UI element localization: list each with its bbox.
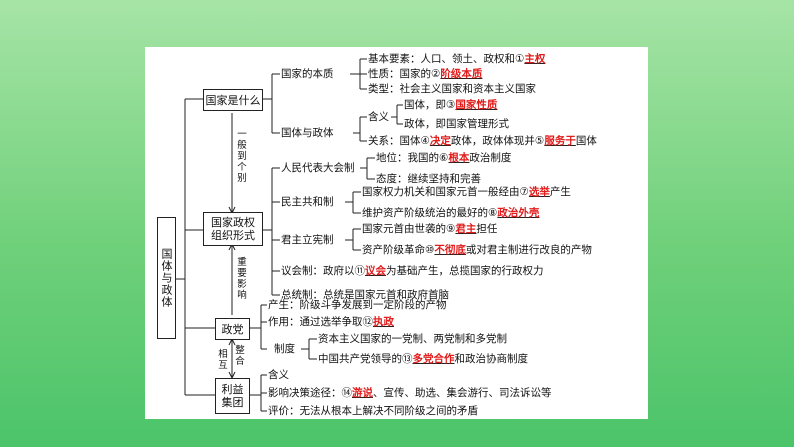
- item-diwei-text: 地位：我国的⑥: [376, 152, 449, 164]
- label-renda: 人民代表大会制: [281, 162, 355, 174]
- item-zd2: 中国共产党领导的⑬多党合作和政治协商制度: [318, 353, 528, 365]
- item-jz2-text: 资产阶级革命⑩: [362, 244, 435, 256]
- item-mz1-post: 产生: [549, 186, 571, 198]
- item-jz2-post: 或对君主制进行改良的产物: [465, 244, 592, 256]
- node-zhengdang-label: 政党: [221, 322, 244, 336]
- item-guanxi-b: 政体，政体体现并⑤: [450, 135, 545, 147]
- answer-14: 游说: [352, 387, 373, 399]
- item-zuoyong-text: 作用：通过选举争取⑫: [268, 316, 373, 328]
- item-diwei: 地位：我国的⑥根本政治制度: [376, 152, 511, 164]
- item-jz1-post: 担任: [476, 223, 498, 235]
- item-zd1: 资本主义国家的一党制、两党制和多党制: [318, 333, 507, 345]
- item-xingzhi: 性质：国家的②阶级本质: [368, 68, 482, 80]
- item-tujing: 影响决策途径：⑭游说、宣传、助选、集会游行、司法诉讼等: [268, 387, 552, 399]
- item-zongtong: 总统制：总统是国家元首和政府首脑: [281, 289, 449, 301]
- label-junzhu: 君主立宪制: [281, 234, 334, 246]
- item-yihui-post: 为基础产生，总揽国家的行政权力: [386, 265, 544, 277]
- label-zhidu: 制度: [274, 343, 295, 355]
- item-tujing-text: 影响决策途径：⑭: [268, 387, 352, 399]
- node-zhengquan: 国家政权组织形式: [203, 212, 263, 246]
- connector-label-xianghu: 相互: [218, 349, 228, 371]
- item-guanxi: 关系：国体④决定政体，政体体现并⑤服务于国体: [368, 135, 597, 147]
- node-guojia: 国家是什么: [203, 89, 263, 111]
- connector-label-yiban: 一般到个别: [237, 129, 247, 184]
- item-chansheng: 产生：阶级斗争发展到一定阶段的产物: [268, 299, 447, 311]
- item-mz2-text: 维护资产阶级统治的最好的⑧: [362, 207, 498, 219]
- item-zd2-post: 和政治协商制度: [454, 353, 529, 365]
- item-liyi-hanyi: 含义: [268, 369, 289, 381]
- item-xingzhi-text: 性质：国家的②: [368, 68, 441, 80]
- node-zhengquan-label: 国家政权组织形式: [211, 216, 255, 242]
- item-guanxi-c: 国体: [575, 135, 597, 147]
- answer-6: 根本: [448, 152, 470, 164]
- item-guoti: 国体，即③国家性质: [404, 99, 497, 111]
- item-jiben-text: 基本要素：人口、领土、政权和①: [368, 53, 525, 65]
- item-mz1: 国家权力机关和国家元首一般经由⑦选举产生: [362, 186, 571, 198]
- item-leixing: 类型：社会主义国家和资本主义国家: [368, 83, 536, 95]
- label-minzhu: 民主共和制: [281, 196, 334, 208]
- answer-2: 阶级本质: [440, 68, 483, 80]
- item-diwei-post: 政治制度: [469, 152, 512, 164]
- node-zhengdang: 政党: [215, 318, 250, 340]
- connector-label-zhongyao: 重要影响: [237, 257, 247, 301]
- answer-11: 议会: [365, 265, 386, 277]
- answer-12: 执政: [373, 316, 394, 328]
- item-taidu: 态度：继续坚持和完善: [376, 173, 481, 185]
- node-liyi: 利益集团: [215, 378, 250, 414]
- connector-lines: [175, 58, 403, 412]
- label-guotizhengti: 国体与政体: [281, 127, 334, 139]
- item-yihui: 议会制：政府以⑪议会为基础产生，总揽国家的行政权力: [281, 265, 544, 277]
- root-label: 国体与政体: [160, 248, 173, 308]
- answer-7: 选举: [528, 186, 550, 198]
- label-hanyi: 含义: [368, 111, 389, 123]
- answer-5: 服务于: [544, 135, 576, 147]
- label-benzhi: 国家的本质: [281, 68, 334, 80]
- item-tujing-post: 、宣传、助选、集会游行、司法诉讼等: [373, 387, 552, 399]
- answer-9: 君主: [455, 223, 477, 235]
- item-zd2-text: 中国共产党领导的⑬: [318, 353, 413, 365]
- item-pingjia: 评价：无法从根本上解决不同阶级之间的矛盾: [268, 405, 478, 417]
- root-node: 国体与政体: [157, 217, 176, 339]
- concept-map-card: 国体与政体 国家是什么 国家政权组织形式 政党 利益集团 一般到个别 重要影响 …: [145, 47, 648, 419]
- item-guoti-text: 国体，即③: [404, 99, 456, 111]
- item-mz2: 维护资产阶级统治的最好的⑧政治外壳: [362, 207, 539, 219]
- answer-1: 主权: [524, 53, 546, 65]
- item-yihui-text: 议会制：政府以⑪: [281, 265, 365, 277]
- item-mz1-text: 国家权力机关和国家元首一般经由⑦: [362, 186, 529, 198]
- answer-8: 政治外壳: [497, 207, 540, 219]
- node-guojia-label: 国家是什么: [205, 93, 261, 107]
- item-jz1-text: 国家元首由世袭的⑨: [362, 223, 456, 235]
- item-jz1: 国家元首由世袭的⑨君主担任: [362, 223, 497, 235]
- item-guanxi-a: 关系：国体④: [368, 135, 430, 147]
- item-zuoyong: 作用：通过选举争取⑫执政: [268, 316, 394, 328]
- node-liyi-label: 利益集团: [221, 383, 244, 409]
- item-zhengti: 政体，即国家管理形式: [404, 118, 509, 130]
- answer-3: 国家性质: [455, 99, 498, 111]
- answer-10: 不彻底: [434, 244, 466, 256]
- answer-4: 决定: [429, 135, 451, 147]
- item-jiben: 基本要素：人口、领土、政权和①主权: [368, 53, 545, 65]
- answer-13: 多党合作: [412, 353, 455, 365]
- connector-label-zhenghe: 整合: [235, 345, 245, 367]
- item-jz2: 资产阶级革命⑩不彻底或对君主制进行改良的产物: [362, 244, 592, 256]
